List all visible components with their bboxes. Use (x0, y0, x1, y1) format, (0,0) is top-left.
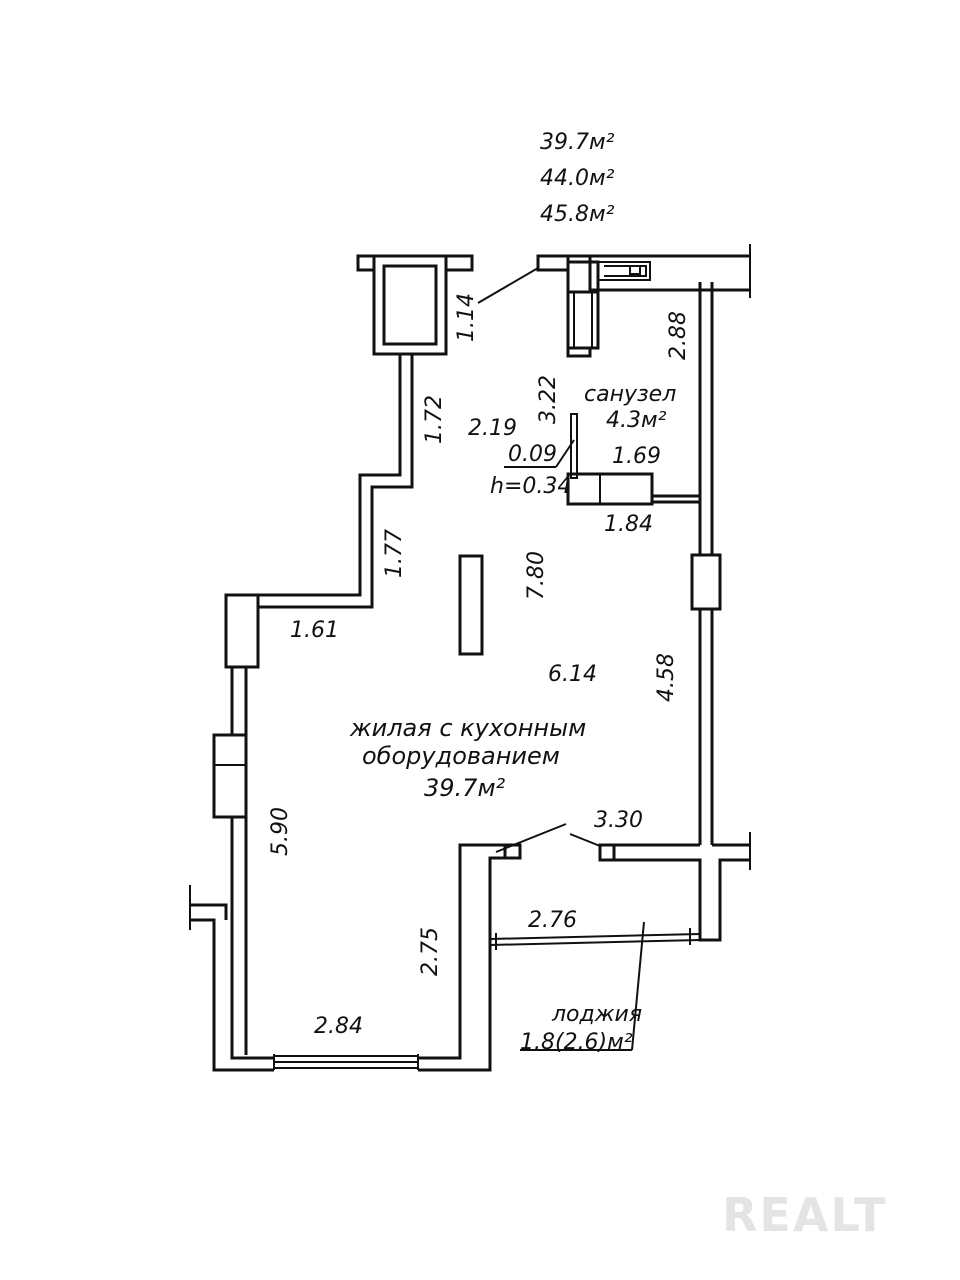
column (458, 554, 484, 656)
dim-1-84: 1.84 (604, 512, 653, 537)
dim-2-88: 2.88 (666, 311, 691, 360)
area-living-total: 39.7м² (540, 130, 615, 155)
living-room-name-line2: оборудованием (362, 742, 560, 770)
dim-2-76: 2.76 (528, 908, 577, 933)
dim-7-80: 7.80 (524, 551, 549, 600)
loggia-partition (418, 823, 601, 1072)
area-total-with-loggia: 45.8м² (540, 202, 615, 227)
loggia-area: 1.8(2.6)м² (520, 1030, 633, 1055)
exterior-walls-left (189, 354, 414, 1072)
dim-6-14: 6.14 (548, 662, 597, 687)
dim-3-30: 3.30 (594, 808, 643, 833)
dim-1-77: 1.77 (382, 529, 407, 578)
dim-0-09: 0.09 (508, 442, 557, 467)
dim-1-61: 1.61 (290, 618, 339, 643)
loggia-glazing (489, 928, 701, 950)
dim-5-90: 5.90 (268, 807, 293, 856)
dim-2-84: 2.84 (314, 1014, 363, 1039)
ventilation-shaft (356, 254, 474, 356)
bathroom-area: 4.3м² (606, 408, 667, 433)
bathroom-partition (504, 413, 700, 506)
dim-h-0-34: h=0.34 (490, 474, 572, 499)
dim-1-72: 1.72 (422, 395, 447, 444)
bottom-window (273, 1054, 419, 1070)
loggia-name: лоджия (552, 1002, 643, 1027)
watermark-logo: REALT (722, 1188, 888, 1242)
dim-3-22: 3.22 (536, 375, 561, 424)
loggia-leader-slant (631, 921, 645, 1051)
dim-2-75: 2.75 (418, 927, 443, 976)
dim-2-19: 2.19 (468, 416, 517, 441)
top-wall-right (477, 244, 751, 358)
area-total: 44.0м² (540, 166, 615, 191)
bathroom-name: санузел (584, 382, 677, 407)
dim-1-14: 1.14 (454, 293, 479, 342)
living-room-area: 39.7м² (424, 774, 506, 802)
living-room-name-line1: жилая с кухонным (350, 714, 587, 742)
dim-4-58: 4.58 (654, 653, 679, 702)
dim-1-69: 1.69 (612, 444, 661, 469)
exterior-walls-right (598, 282, 751, 942)
